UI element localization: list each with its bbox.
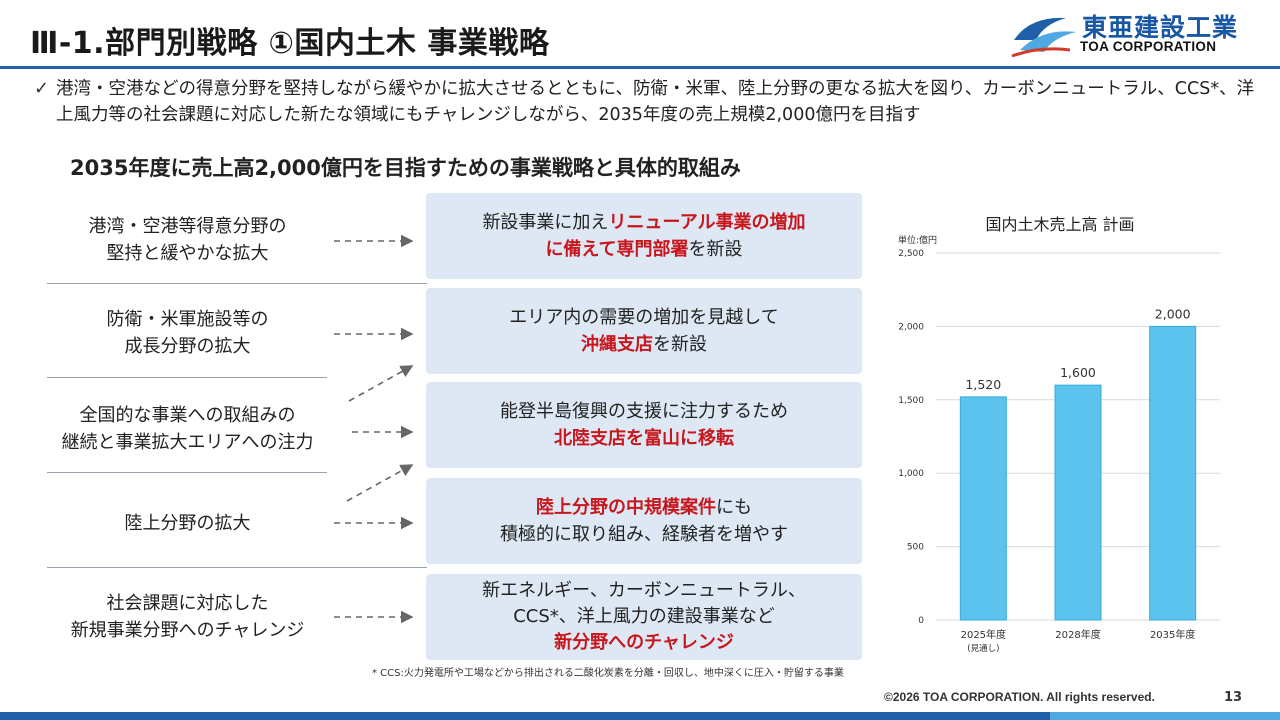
strategy-line: 陸上分野の拡大 bbox=[124, 513, 251, 534]
action-highlight: 北陸支店を富山に移転 bbox=[554, 428, 734, 449]
strategy-line: 堅持と緩やかな拡大 bbox=[106, 243, 269, 264]
action-line: 沖縄支店を新設 bbox=[581, 331, 707, 358]
bar-value-label: 2,000 bbox=[1155, 306, 1191, 321]
check-icon: ✓ bbox=[34, 78, 50, 99]
y-tick-label: 500 bbox=[907, 543, 924, 553]
section-heading: 2035年度に売上高2,000億円を目指すための事業戦略と具体的取組み bbox=[70, 156, 741, 180]
strategy-line: 港湾・空港等得意分野の bbox=[88, 216, 287, 237]
copyright-text: ©2026 TOA CORPORATION. All rights reserv… bbox=[884, 690, 1155, 704]
y-tick-label: 0 bbox=[918, 616, 924, 626]
summary-text: 港湾・空港などの得意分野を堅持しながら緩やかに拡大させるとともに、防衛・米軍、陸… bbox=[56, 79, 1255, 125]
action-highlight: に備えて専門部署 bbox=[545, 239, 689, 260]
arrow-icon bbox=[346, 464, 414, 502]
strategy-line: 社会課題に対応した bbox=[106, 593, 269, 614]
action-text: 積極的に取り組み、経験者を増やす bbox=[500, 524, 788, 545]
strategy-item: 防衛・米軍施設等の 成長分野の拡大 bbox=[40, 306, 335, 360]
action-text: CCS*、洋上風力の建設事業など bbox=[513, 606, 775, 627]
divider bbox=[47, 377, 327, 378]
strategy-item: 港湾・空港等得意分野の 堅持と緩やかな拡大 bbox=[40, 213, 335, 267]
action-line: 新設事業に加えリニューアル事業の増加 bbox=[482, 209, 805, 236]
action-text: 能登半島復興の支援に注力するため bbox=[500, 401, 788, 422]
title-divider bbox=[0, 66, 1280, 69]
y-tick-label: 1,500 bbox=[898, 396, 924, 406]
x-tick-label: 2025年度 bbox=[961, 628, 1006, 641]
action-text: を新設 bbox=[688, 239, 743, 260]
strategy-item: 全国的な事業への取組みの 継続と事業拡大エリアへの注力 bbox=[40, 402, 335, 456]
page-number: 13 bbox=[1224, 690, 1243, 705]
bar bbox=[1149, 325, 1197, 621]
footer-accent-bar bbox=[1050, 712, 1280, 720]
strategy-item: 社会課題に対応した 新規事業分野へのチャレンジ bbox=[40, 590, 335, 644]
x-tick-label: 2028年度 bbox=[1055, 628, 1100, 641]
footnote: * CCS:火力発電所や工場などから排出される二酸化炭素を分離・回収し、地中深く… bbox=[372, 668, 844, 679]
action-box: 能登半島復興の支援に注力するため 北陸支店を富山に移転 bbox=[426, 382, 862, 468]
action-line: 陸上分野の中規模案件にも bbox=[536, 494, 752, 521]
x-tick-label: 2035年度 bbox=[1150, 628, 1195, 641]
arrow-icon bbox=[348, 365, 414, 402]
divider bbox=[47, 567, 427, 568]
action-text: にも bbox=[716, 497, 752, 518]
action-text: を新設 bbox=[653, 334, 707, 355]
y-tick-label: 2,500 bbox=[898, 249, 924, 259]
bar-value-label: 1,600 bbox=[1060, 365, 1096, 380]
strategy-line: 新規事業分野へのチャレンジ bbox=[70, 620, 305, 641]
page-title: Ⅲ-1.部門別戦略 ①国内土木 事業戦略 bbox=[30, 26, 550, 61]
bar bbox=[1054, 384, 1102, 621]
strategy-line: 成長分野の拡大 bbox=[124, 336, 251, 357]
action-text: 新設事業に加え bbox=[482, 212, 609, 233]
footer-bar bbox=[0, 712, 1280, 720]
action-box: エリア内の需要の増加を見越して 沖縄支店を新設 bbox=[426, 288, 862, 374]
action-box: 新エネルギー、カーボンニュートラル、 CCS*、洋上風力の建設事業など 新分野へ… bbox=[426, 574, 862, 660]
bar-value-label: 1,520 bbox=[965, 377, 1001, 392]
logo-english-text: TOA CORPORATION bbox=[1080, 39, 1217, 54]
action-highlight: 沖縄支店 bbox=[581, 334, 653, 355]
action-highlight: リニューアル事業の増加 bbox=[608, 212, 806, 233]
logo-japanese-text: 東亜建設工業 bbox=[1082, 13, 1239, 42]
action-text: エリア内の需要の増加を見越して bbox=[509, 307, 779, 328]
bar bbox=[959, 396, 1007, 621]
action-box: 新設事業に加えリニューアル事業の増加 に備えて専門部署を新設 bbox=[426, 193, 862, 279]
x-tick-note: (見通し) bbox=[967, 643, 999, 654]
y-tick-label: 1,000 bbox=[898, 469, 924, 479]
y-tick-label: 2,000 bbox=[898, 322, 924, 332]
action-text: 新エネルギー、カーボンニュートラル、 bbox=[482, 580, 806, 601]
sales-bar-chart: 国内土木売上高 計画 単位:億円 0 500 1,000 1,500 2,000 2,50… bbox=[898, 215, 1220, 654]
action-highlight: 陸上分野の中規模案件 bbox=[536, 497, 716, 518]
divider bbox=[47, 283, 427, 284]
chart-unit-label: 単位:億円 bbox=[898, 234, 937, 246]
strategy-item: 陸上分野の拡大 bbox=[40, 510, 335, 537]
action-highlight: 新分野へのチャレンジ bbox=[554, 632, 734, 653]
company-logo: 東亜建設工業 TOA CORPORATION bbox=[1010, 10, 1250, 60]
strategy-line: 全国的な事業への取組みの bbox=[79, 405, 296, 426]
logo-emblem-icon bbox=[1011, 17, 1076, 58]
action-line: に備えて専門部署を新設 bbox=[545, 236, 742, 263]
action-box: 陸上分野の中規模案件にも 積極的に取り組み、経験者を増やす bbox=[426, 478, 862, 564]
divider bbox=[47, 472, 327, 473]
chart-title: 国内土木売上高 計画 bbox=[985, 215, 1134, 234]
strategy-line: 継続と事業拡大エリアへの注力 bbox=[61, 432, 314, 453]
strategy-line: 防衛・米軍施設等の bbox=[106, 309, 269, 330]
